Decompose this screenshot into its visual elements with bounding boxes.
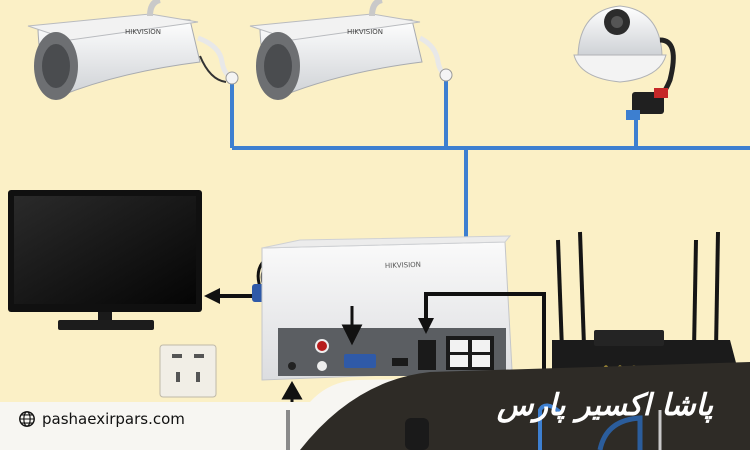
globe-icon — [19, 411, 35, 427]
lower-cables — [286, 403, 662, 450]
website-text[interactable]: pashaexirpars.com — [42, 410, 185, 428]
bullet-camera-icon: HIKVISION — [27, 0, 239, 100]
nvr-icon: HIKVISION — [261, 235, 513, 381]
camera-1-brand: HIKVISION — [125, 28, 161, 36]
camera-2-brand: HIKVISION — [347, 28, 383, 36]
website-label[interactable]: pashaexirpars.com — [18, 410, 185, 428]
vga-down-arrow — [341, 306, 363, 346]
arrow-to-nvr — [418, 318, 434, 334]
router-icon — [552, 231, 740, 386]
brand-name: پاشا اکسیر پارس — [496, 388, 714, 423]
nvr-brand: HIKVISION — [385, 261, 421, 270]
dome-camera-icon — [573, 5, 676, 120]
router-to-nvr-cable — [424, 292, 546, 390]
wall-socket-icon — [159, 344, 217, 398]
monitor-icon — [8, 190, 202, 330]
bullet-camera-icon: HIKVISION — [249, 0, 453, 100]
